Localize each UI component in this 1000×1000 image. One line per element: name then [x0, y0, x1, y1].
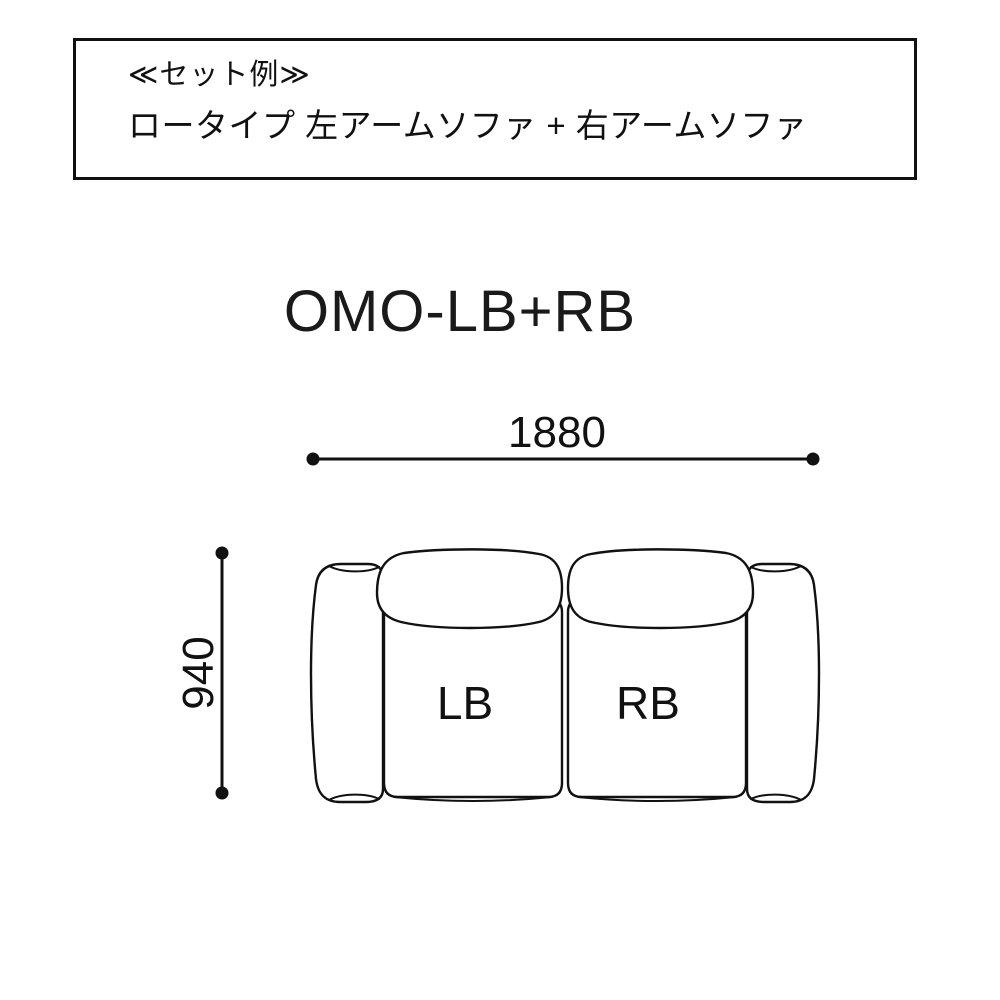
left-armrest-top-seam	[328, 565, 380, 573]
left-back-cushion	[375, 548, 564, 630]
width-dimension-left-dot	[306, 452, 320, 466]
left-armrest-bottom-seam	[328, 793, 380, 801]
right-armrest	[745, 562, 821, 804]
depth-dimension-bottom-dot	[215, 786, 229, 800]
right-armrest-bottom-seam	[750, 793, 802, 801]
left-unit-label: LB	[437, 677, 493, 729]
set-example-heading: ≪セット例≫	[128, 59, 311, 91]
depth-dimension-top-dot	[215, 546, 229, 560]
set-example-box: ≪セット例≫ ロータイプ 左アームソファ + 右アームソファ	[73, 38, 917, 180]
set-description: ロータイプ 左アームソファ + 右アームソファ	[128, 107, 808, 144]
right-unit-label: RB	[616, 677, 680, 729]
left-armrest	[309, 562, 385, 804]
width-dimension: 1880	[306, 408, 820, 466]
left-seat-front-edge	[393, 796, 553, 802]
width-dimension-value: 1880	[508, 408, 606, 457]
right-armrest-top-seam	[750, 565, 802, 573]
depth-dimension-value: 940	[174, 636, 223, 709]
width-dimension-right-dot	[806, 452, 820, 466]
model-title: OMO-LB+RB	[283, 279, 637, 344]
depth-dimension: 940	[174, 546, 229, 800]
sofa-top-view-diagram: 1880 940 LB RB	[174, 408, 821, 804]
right-back-cushion	[566, 548, 755, 630]
right-seat-front-edge	[577, 796, 737, 802]
